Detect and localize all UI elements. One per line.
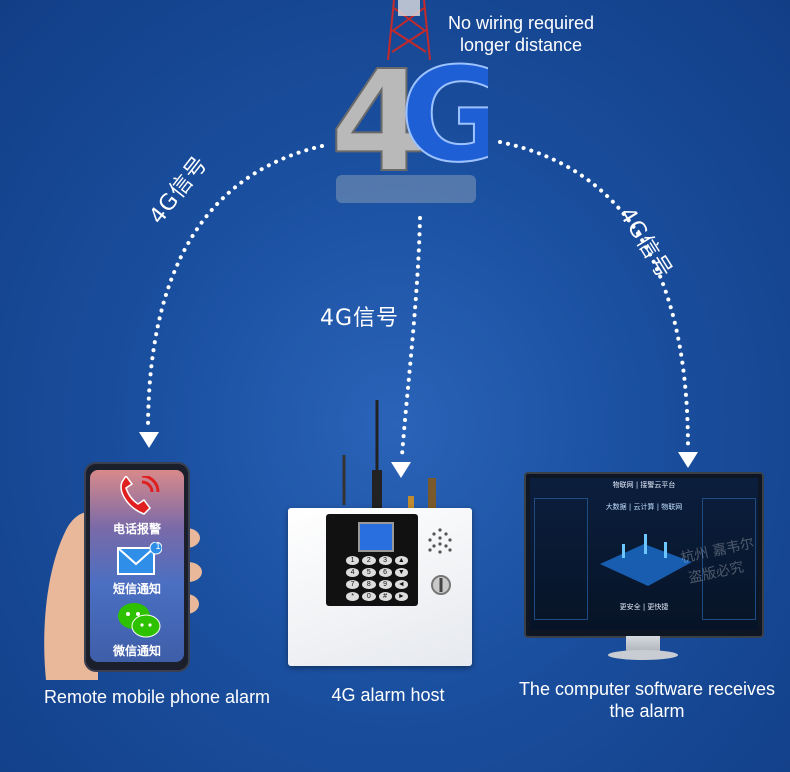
phone-in-hand: 电话报警 1 短信通知 微信通知 [36, 460, 206, 680]
host-body: 1 2 3 ▲ 4 5 6 ▼ 7 8 9 ◄ * 0 # ► [288, 508, 472, 666]
host-panel: 1 2 3 ▲ 4 5 6 ▼ 7 8 9 ◄ * 0 # ► [326, 514, 418, 606]
screen-map-graphic [600, 534, 692, 586]
speaker-grille-icon [428, 528, 452, 554]
keypad-key[interactable]: 0 [362, 592, 376, 601]
keypad-key[interactable]: 6 [378, 568, 392, 577]
keypad-key[interactable]: ▲ [394, 556, 408, 565]
keypad-key[interactable]: 5 [362, 568, 376, 577]
keypad-key[interactable]: * [346, 592, 360, 601]
host-caption: 4G alarm host [331, 685, 445, 705]
keypad-key[interactable]: 7 [346, 580, 360, 589]
monitor-neck [626, 636, 660, 652]
host-lcd [358, 522, 394, 552]
svg-text:G: G [400, 39, 488, 191]
screen-subtitle: 大数据 | 云计算 | 物联网 [605, 503, 683, 511]
signal-arc-left [146, 144, 324, 432]
signal-arc-right [498, 140, 690, 450]
tower-4g-logo: 4 G [328, 0, 488, 210]
keypad-key[interactable]: 9 [378, 580, 392, 589]
computer-caption-line-1: The computer software receives [518, 679, 776, 699]
keypad-key[interactable]: 2 [362, 556, 376, 565]
phone-screen: 电话报警 1 短信通知 微信通知 [90, 470, 184, 662]
phone-body: 电话报警 1 短信通知 微信通知 [84, 462, 190, 672]
keypad-key[interactable]: 4 [346, 568, 360, 577]
computer-caption: The computer software receives the alarm [514, 678, 780, 722]
header-text: No wiring required longer distance [430, 12, 612, 56]
computer-caption-line-2: the alarm [609, 701, 685, 721]
arrow-left-icon [139, 432, 159, 448]
sms-envelope-icon [117, 542, 162, 575]
host-keypad: 1 2 3 ▲ 4 5 6 ▼ 7 8 9 ◄ * 0 # ► [346, 556, 408, 601]
monitor-screen: 物联网 | 接警云平台 大数据 | 云计算 | 物联网 更安全 | 更快捷 杭州… [530, 478, 758, 630]
phone-call-icon [120, 476, 160, 515]
keypad-key[interactable]: 8 [362, 580, 376, 589]
keypad-key[interactable]: ► [394, 592, 408, 601]
key-lock-icon [431, 575, 451, 595]
sms-badge: 1 [155, 541, 161, 551]
screen-title: 物联网 | 接警云平台 [612, 481, 676, 489]
alarm-host: 1 2 3 ▲ 4 5 6 ▼ 7 8 9 ◄ * 0 # ► [286, 400, 474, 670]
keypad-key[interactable]: 3 [378, 556, 392, 565]
keypad-key[interactable]: 1 [346, 556, 360, 565]
screen-right-panel [702, 498, 756, 620]
keypad-key[interactable]: ▼ [394, 568, 408, 577]
wechat-icon [118, 603, 161, 638]
computer-monitor: 物联网 | 接警云平台 大数据 | 云计算 | 物联网 更安全 | 更快捷 杭州… [524, 472, 764, 664]
signal-label-middle: 4G信号 [320, 306, 400, 331]
arrow-right-icon [678, 452, 698, 468]
screen-left-panel [534, 498, 588, 620]
phone-item-sms: 短信通知 [112, 582, 161, 596]
keypad-key[interactable]: ◄ [394, 580, 408, 589]
keypad-key[interactable]: # [378, 592, 392, 601]
svg-text:4: 4 [330, 41, 427, 204]
monitor-frame: 物联网 | 接警云平台 大数据 | 云计算 | 物联网 更安全 | 更快捷 杭州… [524, 472, 764, 638]
header-line-2: longer distance [459, 35, 583, 55]
screen-bottom-text: 更安全 | 更快捷 [619, 603, 669, 611]
monitor-base [608, 650, 678, 660]
header-line-1: No wiring required [447, 13, 595, 33]
signal-arc-middle [400, 216, 422, 457]
arrow-middle-icon [391, 462, 411, 478]
phone-caption: Remote mobile phone alarm [43, 687, 271, 707]
tower-icon: 4 G [329, 0, 488, 205]
phone-item-wechat: 微信通知 [112, 644, 161, 658]
phone-item-call: 电话报警 [112, 522, 161, 536]
antenna-icon [342, 400, 436, 510]
